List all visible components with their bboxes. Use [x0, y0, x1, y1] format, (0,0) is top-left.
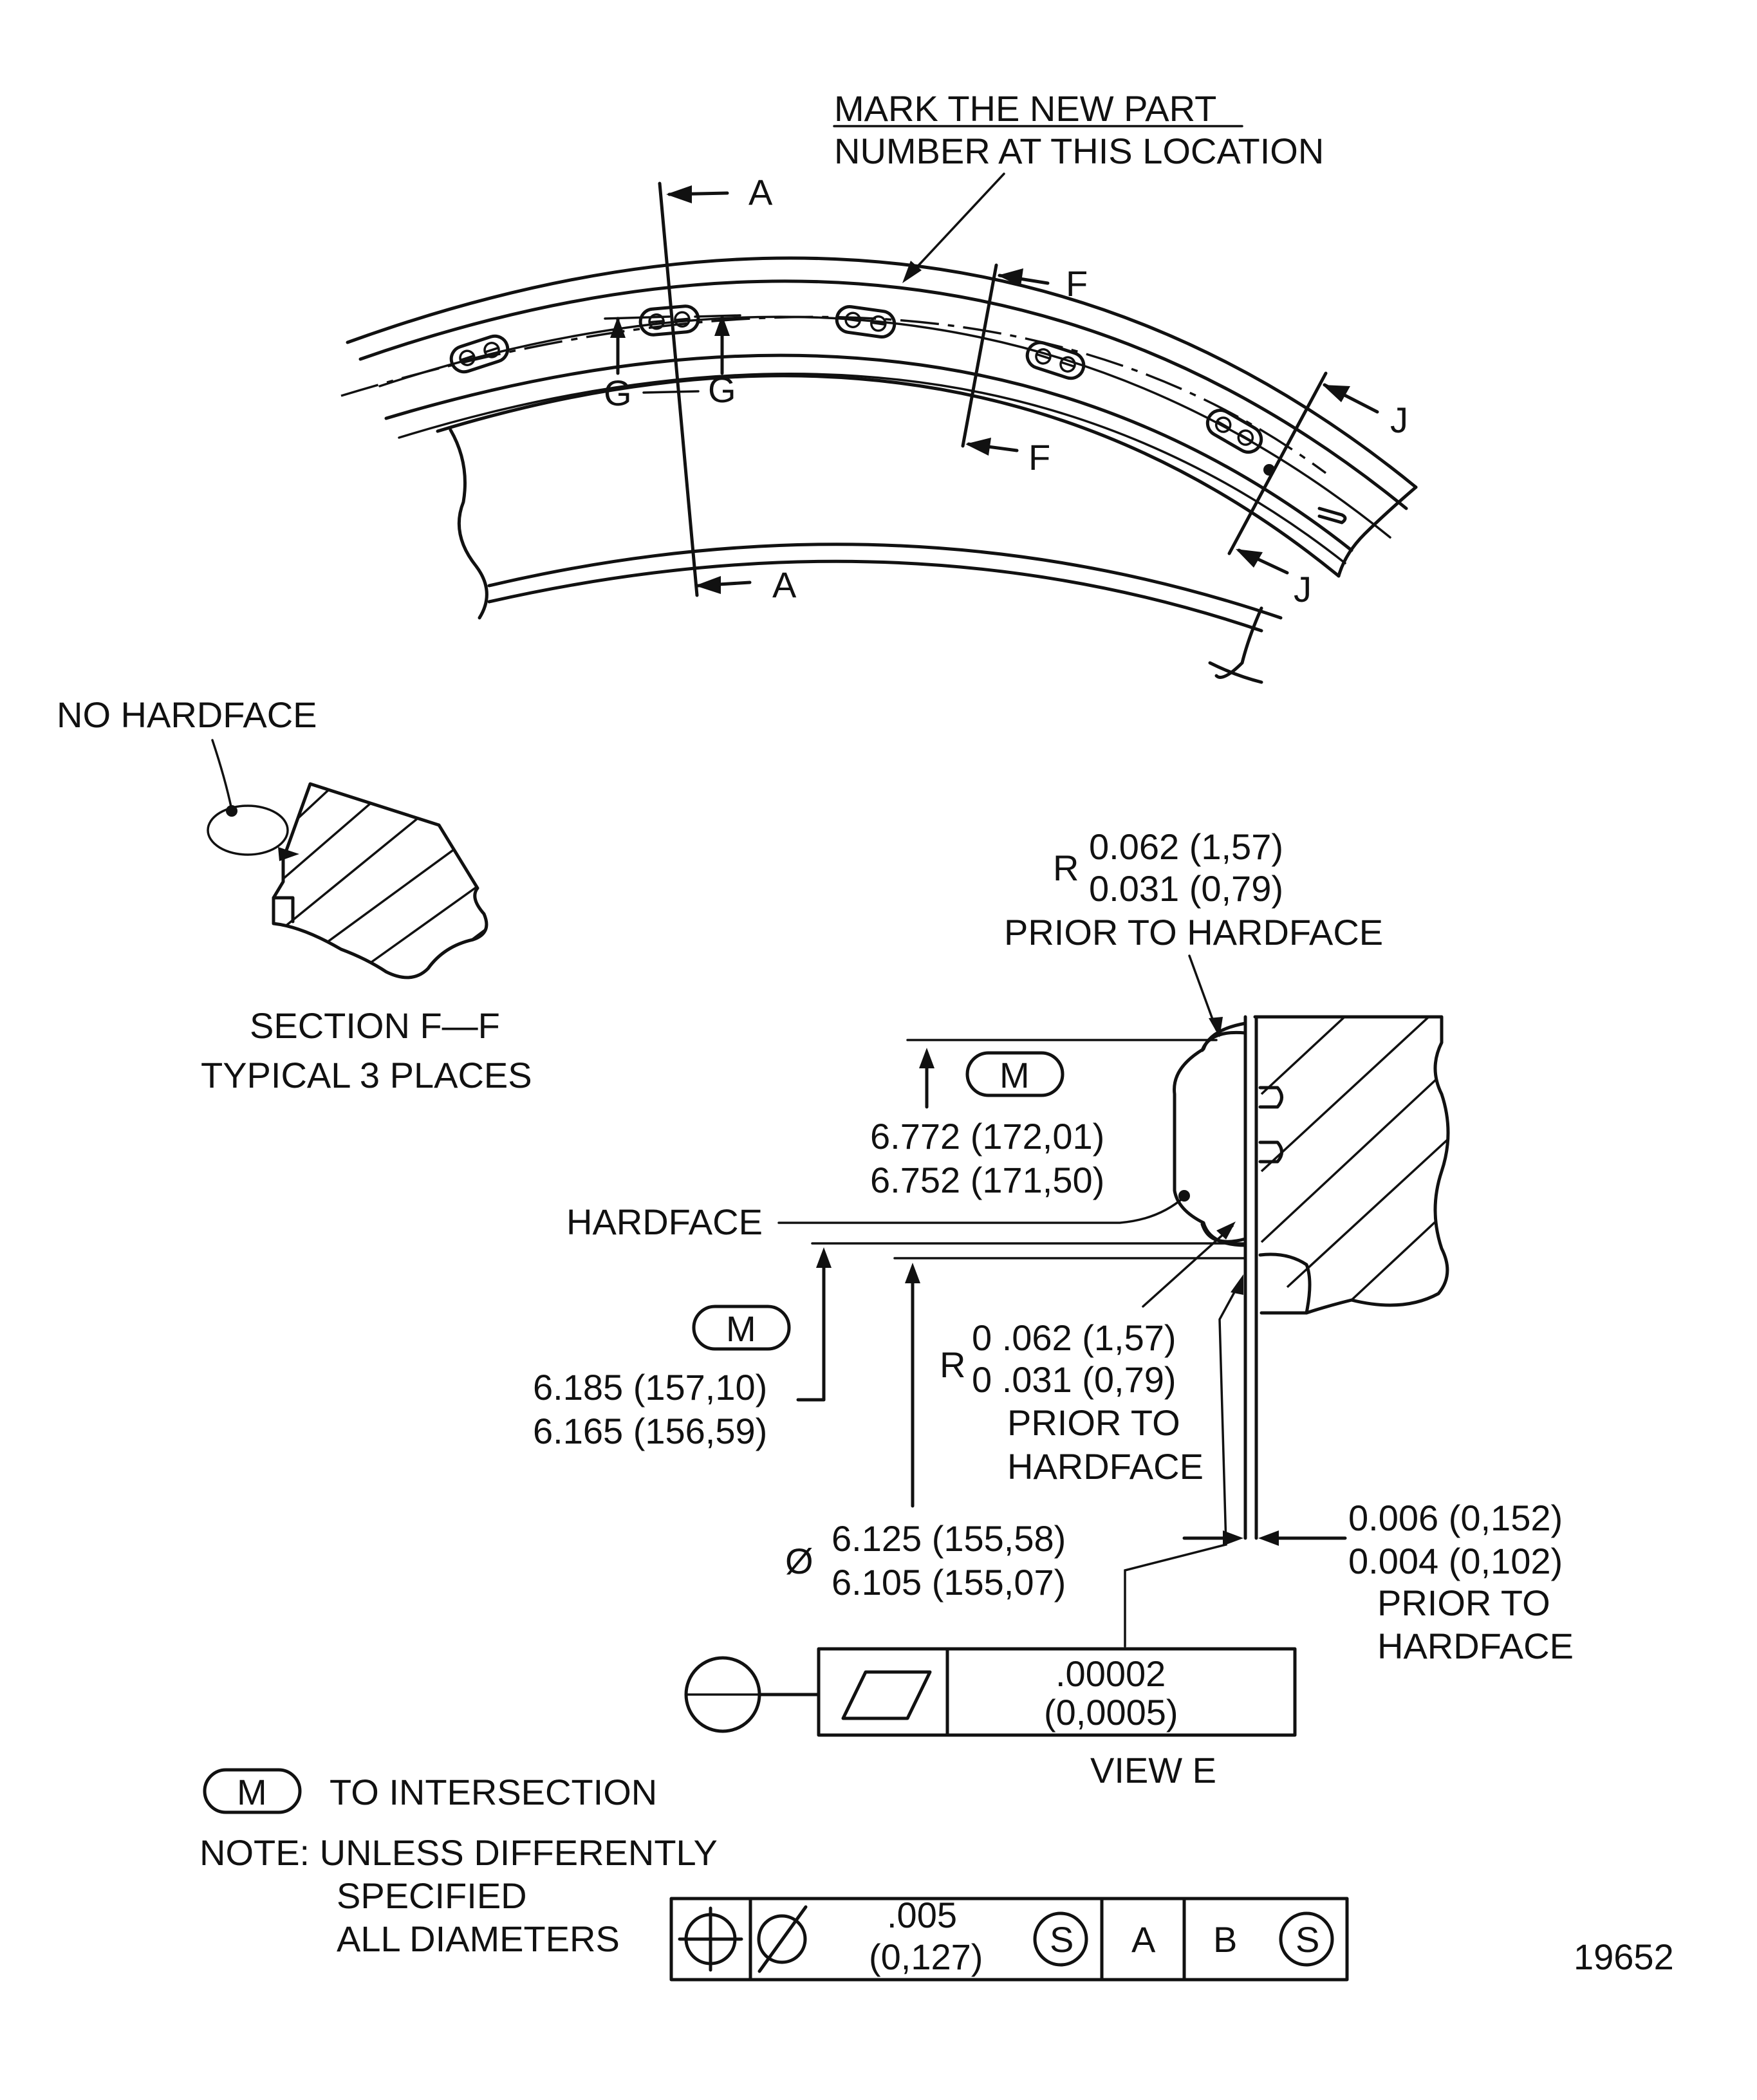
flatness-value: .00002 [1055, 1653, 1166, 1694]
radius-top-prefix: R [1053, 848, 1079, 888]
note-m-meaning: TO INTERSECTION [330, 1772, 657, 1812]
section-a-cut: A A [658, 172, 797, 605]
section-j-label-top: J [1390, 400, 1408, 440]
section-a-label-top: A [748, 172, 773, 212]
section-ff-subtitle: TYPICAL 3 PLACES [201, 1055, 532, 1095]
section-a-label-bottom: A [772, 564, 797, 605]
radius-top-min: 0.031 (0,79) [1089, 868, 1283, 909]
thickness-min: 0.004 (0,102) [1348, 1541, 1563, 1581]
bolt-slot [449, 334, 510, 374]
section-j-label-bottom: J [1294, 569, 1312, 609]
fcf-datum-a: A [1131, 1919, 1156, 1960]
bolt-slot [638, 304, 700, 337]
radius-bottom-prefix: R [940, 1344, 965, 1385]
bolt-slot [1025, 340, 1086, 380]
note-m-symbol: M [237, 1772, 267, 1812]
radius-bottom-note2: HARDFACE [1007, 1446, 1204, 1487]
view-g-label-right: G [708, 369, 736, 410]
dia-min: 6.105 (155,07) [832, 1562, 1066, 1603]
bolt-slots [449, 304, 1275, 476]
fcf-tolerance: .005 [887, 1895, 957, 1935]
section-j-cut: J J [1227, 371, 1408, 609]
radius-bottom-note1: PRIOR TO [1007, 1402, 1180, 1443]
mark-location-callout: MARK THE NEW PART NUMBER AT THIS LOCATIO… [833, 88, 1324, 283]
radius-top-max: 0.062 (1,57) [1089, 826, 1283, 867]
figure-number: 19652 [1574, 1937, 1674, 1977]
upper-m-symbol: M [999, 1055, 1030, 1095]
view-e: R 0.062 (1,57) 0.031 (0,79) PRIOR TO HAR… [533, 826, 1574, 1790]
dim-upper-min: 6.752 (171,50) [870, 1160, 1104, 1200]
dim-middle-max: 6.185 (157,10) [533, 1367, 767, 1408]
fcf-modifier2: S [1296, 1919, 1319, 1960]
view-g-markers: G G [604, 314, 741, 413]
section-f-label-bottom: F [1028, 437, 1050, 478]
flatness-value-metric: (0,0005) [1044, 1692, 1178, 1733]
thickness-note1: PRIOR TO [1377, 1583, 1550, 1623]
view-g-label-left: G [604, 373, 632, 413]
dim-middle-min: 6.165 (156,59) [533, 1411, 767, 1451]
fcf-tolerance-metric: (0,127) [869, 1937, 983, 1977]
section-f-cut: F F [961, 263, 1088, 478]
fcf-modifier1: S [1050, 1919, 1074, 1960]
note-line3: ALL DIAMETERS [337, 1919, 620, 1959]
diameter-symbol: Ø [785, 1541, 813, 1581]
mark-label-line2: NUMBER AT THIS LOCATION [834, 131, 1324, 171]
thickness-max: 0.006 (0,152) [1348, 1498, 1563, 1538]
notes: M TO INTERSECTION NOTE: UNLESS DIFFERENT… [200, 1768, 1349, 1982]
radius-top-note: PRIOR TO HARDFACE [1004, 912, 1383, 952]
middle-m-symbol: M [726, 1308, 756, 1349]
radius-bottom-min: 0 .031 (0,79) [972, 1359, 1176, 1400]
section-ff-title: SECTION F—F [250, 1005, 500, 1046]
dia-max: 6.125 (155,58) [832, 1518, 1066, 1559]
note-line2: SPECIFIED [337, 1875, 527, 1916]
thickness-note2: HARDFACE [1377, 1626, 1574, 1666]
segment-top-view [340, 256, 1418, 684]
hardface-label: HARDFACE [566, 1202, 763, 1242]
section-ff: NO HARDFACE SECTION F—F TYPICAL 3 PLACES [57, 694, 532, 1095]
bolt-slot [1205, 409, 1263, 454]
view-e-title: VIEW E [1090, 1750, 1216, 1790]
dim-upper-max: 6.772 (172,01) [870, 1116, 1104, 1157]
fcf-datum-b: B [1213, 1919, 1237, 1960]
bolt-slot [835, 305, 897, 339]
radius-bottom-max: 0 .062 (1,57) [972, 1317, 1176, 1358]
mark-label-line1: MARK THE NEW PART [834, 88, 1216, 129]
no-hardface-label: NO HARDFACE [57, 694, 317, 735]
note-line1: NOTE: UNLESS DIFFERENTLY [200, 1832, 718, 1873]
section-f-label-top: F [1066, 263, 1088, 304]
